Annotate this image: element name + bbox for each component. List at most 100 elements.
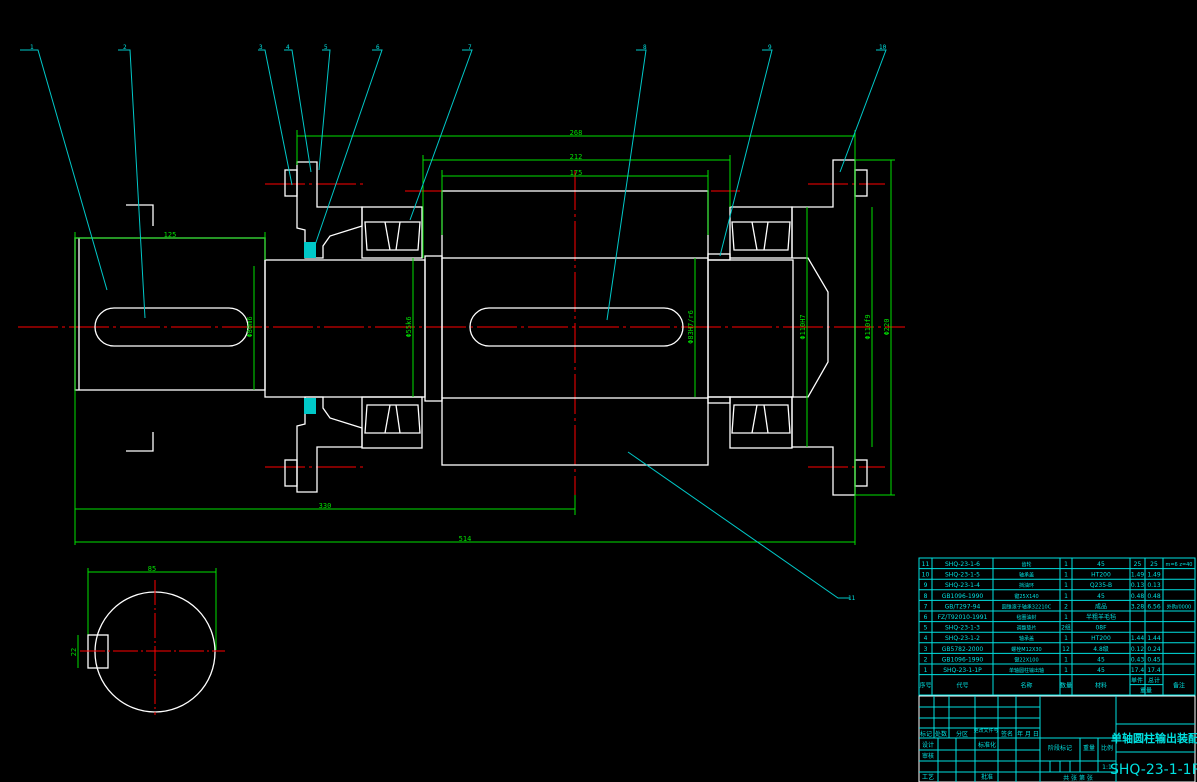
- drawing-number: SHQ-23-1-1P: [1110, 762, 1197, 778]
- table-cell: 单轴圆柱输出轴: [1009, 667, 1044, 674]
- part-leaders: [20, 49, 887, 599]
- part-balloons: 1 2 3 4 5 6 7 8 9 10 11: [30, 44, 887, 602]
- table-cell: 1.49: [1131, 572, 1145, 579]
- title-block: 标记 处数 分区 更改文件号 签名 年 月 日 设计 标准化 审核 工艺 批准 …: [918, 695, 1197, 782]
- table-cell: 10: [922, 572, 930, 579]
- oil-ring: [707, 396, 731, 404]
- section-mark-bottom: [126, 432, 154, 452]
- table-cell: 4.8级: [1093, 645, 1109, 653]
- table-cell: 0.48: [1147, 593, 1161, 600]
- svg-text:分区: 分区: [956, 730, 968, 738]
- table-cell: 11: [922, 561, 930, 568]
- svg-text:8: 8: [643, 44, 647, 51]
- table-header-material: 材料: [1095, 682, 1107, 690]
- table-cell: HT200: [1091, 635, 1111, 642]
- table-cell: 轴承盖: [1019, 572, 1034, 579]
- svg-text:2: 2: [123, 44, 127, 51]
- svg-text:1:1: 1:1: [1102, 764, 1112, 771]
- table-cell: 半粗羊毛毡: [1086, 613, 1116, 621]
- svg-text:Φ220: Φ220: [883, 319, 891, 336]
- table-cell: 45: [1097, 593, 1105, 600]
- table-cell: 毡圈油封: [1016, 614, 1036, 621]
- table-header-remark: 备注: [1173, 682, 1185, 690]
- table-cell: 25: [1134, 561, 1142, 568]
- table-cell: 2组: [1061, 624, 1071, 632]
- svg-text:7: 7: [468, 44, 472, 51]
- keyway-slot-gear: [469, 307, 684, 347]
- svg-text:Φ110H7: Φ110H7: [799, 314, 807, 339]
- table-cell: 45: [1097, 561, 1105, 568]
- svg-text:212: 212: [570, 153, 583, 161]
- table-cell: 9: [924, 582, 928, 589]
- table-cell: 1.49: [1147, 572, 1161, 579]
- svg-text:5: 5: [324, 44, 328, 51]
- felt-seal-top: [304, 242, 316, 258]
- svg-text:重量: 重量: [1083, 744, 1095, 752]
- svg-text:22: 22: [70, 648, 78, 656]
- table-header-qty: 数量: [1060, 682, 1072, 690]
- svg-text:签名: 签名: [1001, 730, 1013, 738]
- table-cell: 2: [924, 656, 928, 663]
- table-cell: 1: [1064, 667, 1068, 674]
- right-bearing: [707, 206, 793, 449]
- table-cell: 1: [1064, 593, 1068, 600]
- svg-text:标记: 标记: [920, 730, 932, 738]
- svg-text:Φ83H7/r6: Φ83H7/r6: [687, 310, 695, 344]
- table-cell: 1: [1064, 635, 1068, 642]
- table-cell: 齿轮: [1021, 561, 1031, 568]
- table-cell: 7: [924, 603, 928, 610]
- svg-text:9: 9: [768, 44, 772, 51]
- table-cell: SHQ-23-1-5: [945, 572, 980, 579]
- table-cell: 1: [1064, 572, 1068, 579]
- table-cell: 1: [1064, 656, 1068, 663]
- table-cell: 螺栓M12X30: [1011, 646, 1041, 653]
- table-cell: 0.13: [1131, 582, 1145, 589]
- table-cell: 5: [924, 625, 928, 632]
- svg-text:125: 125: [164, 231, 177, 239]
- svg-text:4: 4: [286, 44, 290, 51]
- oil-ring: [707, 253, 731, 261]
- svg-text:175: 175: [570, 169, 583, 177]
- table-cell: 0.12: [1131, 646, 1145, 653]
- svg-text:330: 330: [319, 502, 332, 510]
- svg-text:Φ110f9: Φ110f9: [864, 314, 872, 339]
- table-cell: 外购/0000: [1167, 603, 1191, 610]
- bolt-head: [284, 169, 298, 197]
- dimension-labels: 125 268 212 175 330 514 85 22 Φ80m6 Φ55k…: [70, 129, 891, 656]
- svg-text:处数: 处数: [935, 730, 947, 738]
- table-cell: Q235-B: [1090, 582, 1112, 589]
- table-cell: 6.56: [1147, 603, 1161, 610]
- table-cell: 0.24: [1147, 646, 1161, 653]
- table-cell: 0.45: [1147, 656, 1161, 663]
- svg-text:阶段标记: 阶段标记: [1048, 744, 1072, 752]
- felt-seal-bottom: [304, 398, 316, 414]
- table-border: [918, 557, 1196, 696]
- table-cell: 成品: [1095, 602, 1107, 610]
- table-cell: GB1096-1990: [942, 656, 984, 663]
- svg-text:268: 268: [570, 129, 583, 137]
- table-cell: 12: [1062, 646, 1070, 653]
- table-cell: GB1096-1990: [942, 593, 984, 600]
- table-cell: FZ/T92010-1991: [938, 614, 988, 621]
- table-cell: SHQ-23-1-3: [945, 625, 980, 632]
- left-bearing-cover: [284, 161, 363, 493]
- bolt-head: [854, 169, 868, 197]
- table-cell: 键22X100: [1014, 656, 1038, 663]
- table-cell: HT200: [1091, 572, 1111, 579]
- keyway-slot-left: [94, 307, 249, 347]
- table-cell: 3.28: [1131, 603, 1145, 610]
- svg-text:更改文件号: 更改文件号: [973, 727, 998, 734]
- table-cell: SHQ-23-1-2: [945, 635, 980, 642]
- svg-text:514: 514: [459, 535, 472, 543]
- table-cell: 17.4: [1147, 667, 1161, 674]
- table-cell: 8: [924, 593, 928, 600]
- svg-text:6: 6: [376, 44, 380, 51]
- left-bearing: [361, 206, 423, 449]
- table-cell: m=6 z=40: [1165, 562, 1192, 568]
- table-cell: 08F: [1095, 625, 1107, 632]
- table-cell: SHQ-23-1-1P: [943, 667, 982, 674]
- svg-text:批准: 批准: [981, 773, 993, 781]
- center-lines: [18, 170, 905, 510]
- table-cell: 1: [924, 667, 928, 674]
- table-cell: 45: [1097, 656, 1105, 663]
